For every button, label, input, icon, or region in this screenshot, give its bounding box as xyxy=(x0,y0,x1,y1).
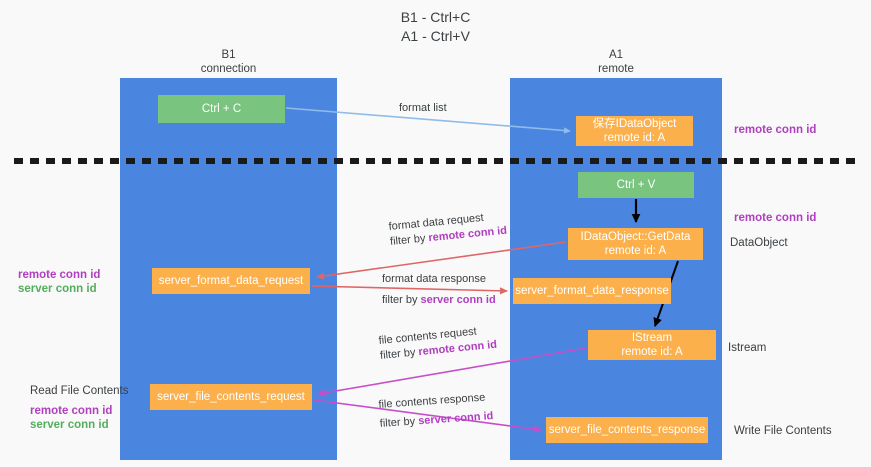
page-title: B1 - Ctrl+C A1 - Ctrl+V xyxy=(400,9,471,44)
arrow-format-data-response xyxy=(311,285,508,295)
arrow-format-data-request xyxy=(316,241,567,280)
node-server-file-contents-request[interactable]: server_file_contents_request xyxy=(150,384,312,410)
annotation-server-conn-id: server conn id xyxy=(30,419,109,431)
node-server-file-contents-response[interactable]: server_file_contents_response xyxy=(546,417,708,443)
edge-label-format-list: format list xyxy=(399,102,447,114)
edge-label-line2: filter by server conn id xyxy=(382,294,496,306)
annotation-write-file-contents: Write File Contents xyxy=(734,425,832,437)
annotation-dataobject: DataObject xyxy=(730,237,788,249)
column-header-b1: B1 connection xyxy=(200,49,257,75)
edge-label-line1: format data response xyxy=(382,273,486,285)
node-server-format-data-response[interactable]: server_format_data_response xyxy=(513,278,671,304)
node-ctrl-v[interactable]: Ctrl + V xyxy=(578,172,694,198)
annotation-istream: Istream xyxy=(728,342,767,354)
annotation-left-bottom: Read File Contents remote conn id server… xyxy=(30,384,128,432)
annotation-remote-conn-id: remote conn id xyxy=(30,405,113,417)
node-server-format-data-request[interactable]: server_format_data_request xyxy=(152,268,310,294)
node-ctrl-c[interactable]: Ctrl + C xyxy=(158,95,285,123)
phase-divider-dashed-line xyxy=(14,158,857,164)
node-istream[interactable]: IStream remote id: A xyxy=(588,330,716,360)
annotation-left-middle: remote conn id server conn id xyxy=(18,268,100,296)
arrow-file-contents-response xyxy=(313,399,542,433)
annotation-remote-conn-id: remote conn id xyxy=(18,269,101,281)
filter-key: server conn id xyxy=(417,410,494,428)
column-header-a1: A1 remote xyxy=(598,49,634,75)
edge-label-format-data-response: format data response filter by server co… xyxy=(382,272,496,308)
node-save-idataobject[interactable]: 保存IDataObject remote id: A xyxy=(576,116,693,146)
annotation-remote-conn-id-top: remote conn id xyxy=(734,124,817,136)
annotation-read-file-contents: Read File Contents xyxy=(30,385,129,397)
node-idataobject-getdata[interactable]: IDataObject::GetData remote id: A xyxy=(568,228,703,260)
annotation-server-conn-id: server conn id xyxy=(18,283,97,295)
arrow-format-list xyxy=(285,107,571,134)
arrow-file-contents-request xyxy=(317,347,587,397)
annotation-remote-conn-id-middle: remote conn id xyxy=(734,212,817,224)
filter-key: server conn id xyxy=(420,294,496,306)
